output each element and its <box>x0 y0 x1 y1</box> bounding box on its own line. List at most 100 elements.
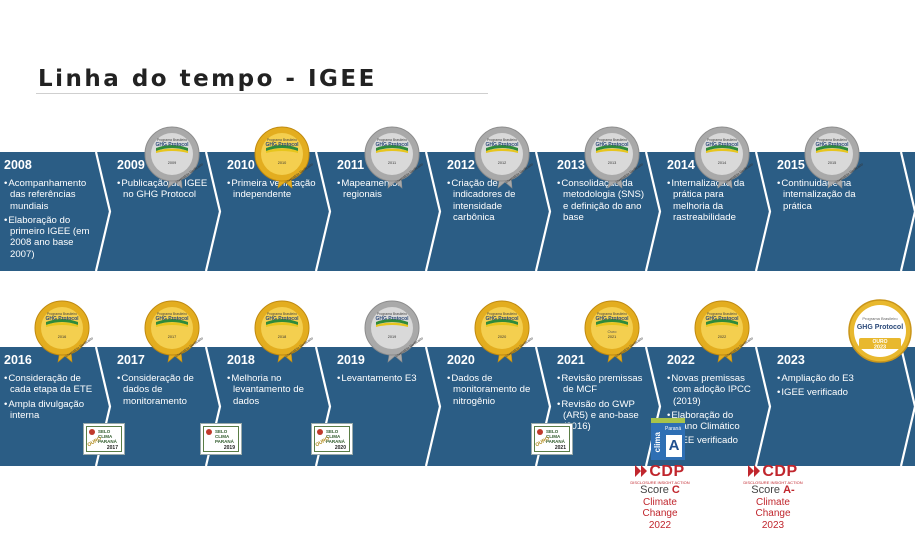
segment-item: Mapeamentos regionais <box>337 178 429 201</box>
selo-seal-icon <box>89 429 95 435</box>
medal-line1: Programa Brasileiro <box>862 316 898 321</box>
segment-item: IGEE verificado <box>667 435 759 446</box>
selo-year: 2019 <box>223 445 235 451</box>
selo-frame <box>534 426 570 452</box>
clima-badge-topbar <box>651 418 685 423</box>
segment-year: 2009 <box>117 158 145 172</box>
segment-year: 2023 <box>777 353 805 367</box>
segment-year: 2008 <box>4 158 32 172</box>
segment-item: Revisão premissas de MCF <box>557 373 649 396</box>
medal-year: 2022 <box>718 335 726 339</box>
timeline-segment-2009: 2009Publicação do IGEE no GHG Protocol <box>113 152 209 271</box>
selo-line: PARANÁ <box>98 439 117 444</box>
medal-year: 2016 <box>58 335 66 339</box>
cdp-logo: CDP <box>733 463 813 480</box>
segment-items: Continuidade na internalização da prátic… <box>777 178 869 215</box>
timeline-segment-2010: 2010Primeira verificação independente <box>223 152 319 271</box>
medal-ouro: OURO <box>873 339 888 345</box>
segment-item: Dados de monitoramento de nitrogênio <box>447 373 539 407</box>
medal-line2: GHG Protocol <box>705 316 739 322</box>
cdp-line1: Climate <box>756 496 790 508</box>
segment-items: Criação de indicadores de intensidade ca… <box>447 178 539 226</box>
medal-year: 2014 <box>718 161 726 165</box>
timeline-chevron-divider <box>94 152 112 271</box>
medal-line1: Programa Brasileiro <box>267 312 297 316</box>
medal-line2: GHG Protocol <box>265 316 299 322</box>
selo-line: PARANÁ <box>546 439 565 444</box>
segment-item: Publicação do IGEE no GHG Protocol <box>117 178 209 201</box>
medal-line2: GHG Protocol <box>375 142 409 148</box>
selo-line: PARANÁ <box>215 439 234 444</box>
segment-items: Melhoria no levantamento de dados <box>227 373 319 410</box>
segment-item: Melhoria no levantamento de dados <box>227 373 319 407</box>
medal-line1: Programa Brasileiro <box>707 138 737 142</box>
segment-items: Internalização da prática para melhoria … <box>667 178 759 226</box>
cdp-year: 2022 <box>648 519 672 531</box>
selo-frame <box>314 426 350 452</box>
segment-year: 2019 <box>337 353 365 367</box>
medal-line1: Programa Brasileiro <box>597 312 627 316</box>
segment-items: Mapeamentos regionais <box>337 178 429 204</box>
timeline-segment-2012: 2012Criação de indicadores de intensidad… <box>443 152 539 271</box>
medal-line1: Programa Brasileiro <box>377 312 407 316</box>
cdp-year: 2023 <box>761 519 785 531</box>
clima-sub: Paraná <box>665 426 682 432</box>
selo-line: CLIMA <box>326 434 341 439</box>
timeline-chevron-divider <box>899 152 915 271</box>
segment-year: 2012 <box>447 158 475 172</box>
segment-item: Ampliação do E3 <box>777 373 854 384</box>
medal-ouro: Ouro <box>608 329 618 334</box>
segment-year: 2015 <box>777 158 805 172</box>
timeline-segment-2008: 2008Acompanhamento das referências mundi… <box>0 152 96 271</box>
selo-line: SELO <box>98 429 111 434</box>
timeline-chevron-divider <box>754 152 772 271</box>
cdp-mark-icon <box>748 465 761 477</box>
segment-item: Levantamento E3 <box>337 373 416 384</box>
clima-label: clima <box>653 432 662 453</box>
medal-year: 2011 <box>388 161 396 165</box>
segment-items: Dados de monitoramento de nitrogênio <box>447 373 539 410</box>
cdp-score-label: Score <box>640 484 669 496</box>
medal-year: 2020 <box>498 335 506 339</box>
cdp-mark-icon <box>635 465 648 477</box>
selo-line: SELO <box>215 429 228 434</box>
timeline-chevron-divider <box>424 347 442 466</box>
segment-year: 2010 <box>227 158 255 172</box>
segment-year: 2018 <box>227 353 255 367</box>
medal-line1: Programa Brasileiro <box>157 138 187 142</box>
segment-item: Internalização da prática para melhoria … <box>667 178 759 223</box>
segment-year: 2014 <box>667 158 695 172</box>
segment-year: 2013 <box>557 158 585 172</box>
segment-items: Consideração de dados de monitoramento <box>117 373 209 410</box>
timeline-band-top: 2008Acompanhamento das referências mundi… <box>0 152 915 271</box>
medal-line1: Programa Brasileiro <box>267 138 297 142</box>
timeline-segment-2021: 2021Revisão premissas de MCFRevisão do G… <box>553 347 649 466</box>
timeline-segment-2015: 2015Continuidade na internalização da pr… <box>773 152 869 271</box>
timeline-segment-2023: 2023Ampliação do E3IGEE verificado <box>773 347 869 466</box>
medal-year: 2021 <box>608 335 616 339</box>
medal-line2: GHG Protocol <box>705 142 739 148</box>
title-divider <box>36 93 488 94</box>
cdp-line1: Climate <box>643 496 677 508</box>
segment-year: 2022 <box>667 353 695 367</box>
timeline-chevron-divider <box>534 152 552 271</box>
selo-line: SELO <box>326 429 339 434</box>
selo-year: 2017 <box>106 445 118 451</box>
medal-line2: GHG Protocol <box>375 316 409 322</box>
medal-line2: GHG Protocol <box>45 316 79 322</box>
segment-item: Elaboração do primeiro IGEE (em 2008 ano… <box>4 215 96 260</box>
selo-seal-icon <box>537 429 543 435</box>
